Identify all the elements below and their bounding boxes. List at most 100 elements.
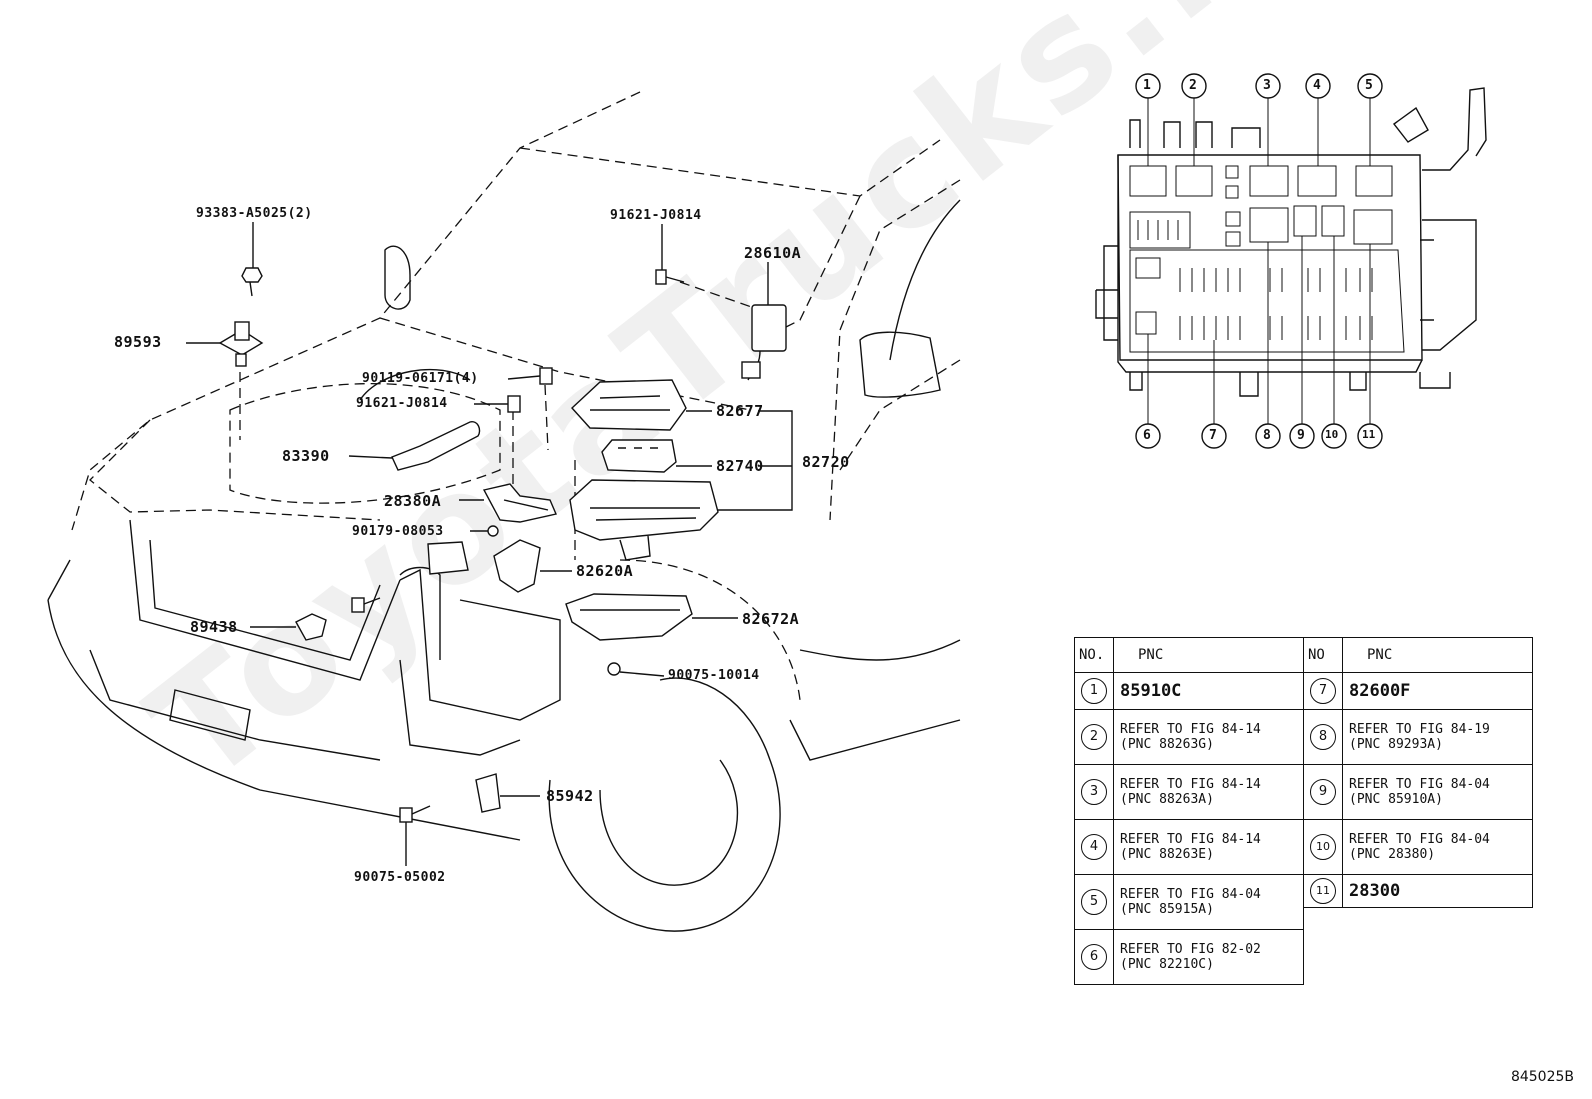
label-90075-10014: 90075-10014 bbox=[668, 668, 760, 683]
row-number: 1 bbox=[1081, 678, 1107, 704]
pnc-ref: REFER TO FIG 84-04 bbox=[1349, 832, 1490, 847]
pnc-sub: (PNC 85915A) bbox=[1120, 902, 1214, 917]
header-pnc: PNC bbox=[1113, 637, 1304, 673]
callout-1: 1 bbox=[1143, 78, 1151, 93]
label-28380a: 28380A bbox=[384, 492, 442, 510]
callout-5: 5 bbox=[1365, 78, 1373, 93]
bolt-front-icon bbox=[351, 597, 381, 613]
bracket-28380a-icon bbox=[482, 483, 557, 523]
table-row: 3 REFER TO FIG 84-14(PNC 88263A) bbox=[1074, 764, 1304, 820]
table-row: 10 REFER TO FIG 84-04(PNC 28380) bbox=[1303, 819, 1533, 875]
tray-82672a-icon bbox=[565, 593, 693, 641]
table-row: 11 28300 bbox=[1303, 874, 1533, 908]
callout-4: 4 bbox=[1313, 78, 1321, 93]
header-pnc: PNC bbox=[1342, 637, 1533, 673]
table-row: 9 REFER TO FIG 84-04(PNC 85910A) bbox=[1303, 764, 1533, 820]
header-no: NO. bbox=[1074, 637, 1114, 673]
label-90075-05002: 90075-05002 bbox=[354, 870, 446, 885]
callout-3: 3 bbox=[1263, 78, 1271, 93]
table-row: 1 85910C bbox=[1074, 672, 1304, 710]
junction-box-detail bbox=[1095, 73, 1487, 449]
junction-box-82720-icon bbox=[569, 479, 719, 561]
label-89593: 89593 bbox=[114, 333, 162, 351]
leader-lines bbox=[186, 222, 793, 866]
label-28610a: 28610A bbox=[744, 244, 802, 262]
callout-9: 9 bbox=[1297, 428, 1305, 443]
pnc-table-left: NO. PNC 1 85910C 2 REFER TO FIG 84-14(PN… bbox=[1074, 637, 1304, 985]
pnc-sub: (PNC 88263G) bbox=[1120, 737, 1214, 752]
pnc-ref: REFER TO FIG 84-19 bbox=[1349, 722, 1490, 737]
bolt-91621-top-icon bbox=[655, 269, 685, 285]
label-91621-mid: 91621-J0814 bbox=[356, 396, 448, 411]
label-90119: 90119-06171(4) bbox=[362, 371, 479, 386]
label-82677: 82677 bbox=[716, 402, 764, 420]
table-row: 8 REFER TO FIG 84-19(PNC 89293A) bbox=[1303, 709, 1533, 765]
label-89438: 89438 bbox=[190, 618, 238, 636]
table-row: 7 82600F bbox=[1303, 672, 1533, 710]
row-number: 10 bbox=[1310, 834, 1336, 860]
table-row: 6 REFER TO FIG 82-02(PNC 82210C) bbox=[1074, 929, 1304, 985]
callout-8: 8 bbox=[1263, 428, 1271, 443]
sensor-89438-icon bbox=[295, 613, 327, 641]
row-number: 3 bbox=[1081, 779, 1107, 805]
callout-7: 7 bbox=[1209, 428, 1217, 443]
row-number: 7 bbox=[1310, 678, 1336, 704]
pnc-ref: REFER TO FIG 84-04 bbox=[1120, 887, 1261, 902]
relay-28610a-icon bbox=[741, 304, 787, 381]
sensor-89593-icon bbox=[218, 321, 264, 367]
bolt-90119-icon bbox=[539, 367, 553, 385]
figure-id: 845025B bbox=[1510, 1069, 1574, 1085]
callout-6: 6 bbox=[1143, 428, 1151, 443]
table-row: 2 REFER TO FIG 84-14(PNC 88263G) bbox=[1074, 709, 1304, 765]
clip-93383-icon bbox=[241, 267, 263, 297]
pnc-ref: REFER TO FIG 84-14 bbox=[1120, 722, 1261, 737]
pnc-table-right: NO PNC 7 82600F 8 REFER TO FIG 84-19(PNC… bbox=[1303, 637, 1533, 908]
pnc-ref: REFER TO FIG 84-04 bbox=[1349, 777, 1490, 792]
pnc-value: 82600F bbox=[1349, 680, 1411, 701]
label-82672a: 82672A bbox=[742, 610, 800, 628]
label-93383: 93383-A5025(2) bbox=[196, 206, 313, 221]
row-number: 2 bbox=[1081, 724, 1107, 750]
row-number: 9 bbox=[1310, 779, 1336, 805]
cover-82677-icon bbox=[571, 379, 687, 431]
fuse-block-82740-icon bbox=[601, 439, 677, 473]
label-82620a: 82620A bbox=[576, 562, 634, 580]
label-82740: 82740 bbox=[716, 457, 764, 475]
row-number: 8 bbox=[1310, 724, 1336, 750]
table-row: 5 REFER TO FIG 84-04(PNC 85915A) bbox=[1074, 874, 1304, 930]
pnc-sub: (PNC 82210C) bbox=[1120, 957, 1214, 972]
bolt-91621-mid-icon bbox=[507, 395, 521, 413]
pnc-ref: REFER TO FIG 84-14 bbox=[1120, 777, 1261, 792]
row-number: 5 bbox=[1081, 889, 1107, 915]
pnc-sub: (PNC 89293A) bbox=[1349, 737, 1443, 752]
pnc-sub: (PNC 85910A) bbox=[1349, 792, 1443, 807]
pnc-sub: (PNC 28380) bbox=[1349, 847, 1436, 862]
row-number: 11 bbox=[1310, 878, 1336, 904]
label-91621-top: 91621-J0814 bbox=[610, 208, 702, 223]
nut-90179-icon bbox=[487, 525, 499, 537]
pnc-sub: (PNC 88263E) bbox=[1120, 847, 1214, 862]
pnc-sub: (PNC 88263A) bbox=[1120, 792, 1214, 807]
label-90179: 90179-08053 bbox=[352, 524, 444, 539]
label-82720: 82720 bbox=[802, 453, 850, 471]
row-number: 4 bbox=[1081, 834, 1107, 860]
relay-block-icon bbox=[427, 541, 469, 575]
table-header: NO. PNC bbox=[1074, 637, 1304, 673]
callout-10: 10 bbox=[1325, 428, 1339, 441]
row-number: 6 bbox=[1081, 944, 1107, 970]
pnc-ref: REFER TO FIG 82-02 bbox=[1120, 942, 1261, 957]
table-header: NO PNC bbox=[1303, 637, 1533, 673]
pnc-value: 85910C bbox=[1120, 680, 1182, 701]
nut-90075-10014-icon bbox=[607, 662, 621, 676]
vehicle-outline bbox=[47, 91, 961, 932]
parts bbox=[218, 267, 787, 823]
label-83390: 83390 bbox=[282, 447, 330, 465]
fuse-slot-grid bbox=[1179, 268, 1373, 340]
pnc-value: 28300 bbox=[1349, 880, 1401, 901]
label-85942: 85942 bbox=[546, 787, 594, 805]
pnc-ref: REFER TO FIG 84-14 bbox=[1120, 832, 1261, 847]
header-no: NO bbox=[1303, 637, 1343, 673]
relay-85942-icon bbox=[475, 773, 501, 813]
bracket-82620a-icon bbox=[493, 539, 541, 593]
